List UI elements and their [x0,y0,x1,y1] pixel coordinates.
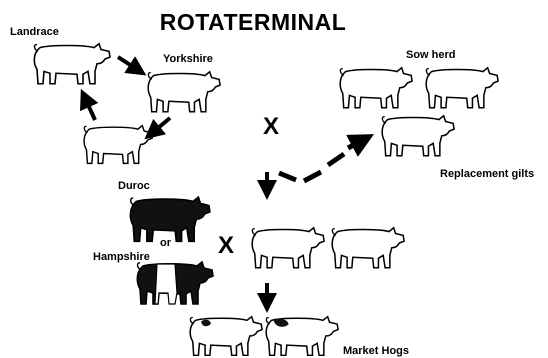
market-hogs-label: Market Hogs [343,345,409,357]
f1-pig-1 [252,228,324,268]
market-hog-2 [266,317,338,356]
dashed-arrow-to-replacement-gilts [279,140,363,181]
arrow-pig3-to-landrace [85,98,95,120]
sow-herd-pig-2 [426,68,498,108]
rotation-pig-3 [84,126,152,164]
sow-herd-label: Sow herd [406,49,456,61]
replacement-gilts-label: Replacement gilts [440,168,534,180]
sow-herd-pig-1 [340,68,412,108]
f1-pig-2 [332,228,404,268]
arrow-landrace-to-yorkshire [118,57,138,70]
hampshire-pig [137,262,213,304]
duroc-label: Duroc [118,180,150,192]
hampshire-label: Hampshire [93,251,150,263]
diagram-title: ROTATERMINAL [160,9,347,35]
cross-symbol-bottom: X [218,232,234,259]
or-label: or [160,237,172,249]
arrow-yorkshire-to-pig3 [152,118,170,133]
duroc-pig [130,197,209,241]
yorkshire-label: Yorkshire [163,53,213,65]
market-hog-1 [190,317,262,356]
cross-symbol-top: X [263,113,279,140]
replacement-gilt-pig [382,116,454,156]
landrace-label: Landrace [10,26,59,38]
yorkshire-pig [148,72,220,112]
landrace-pig [34,44,110,84]
